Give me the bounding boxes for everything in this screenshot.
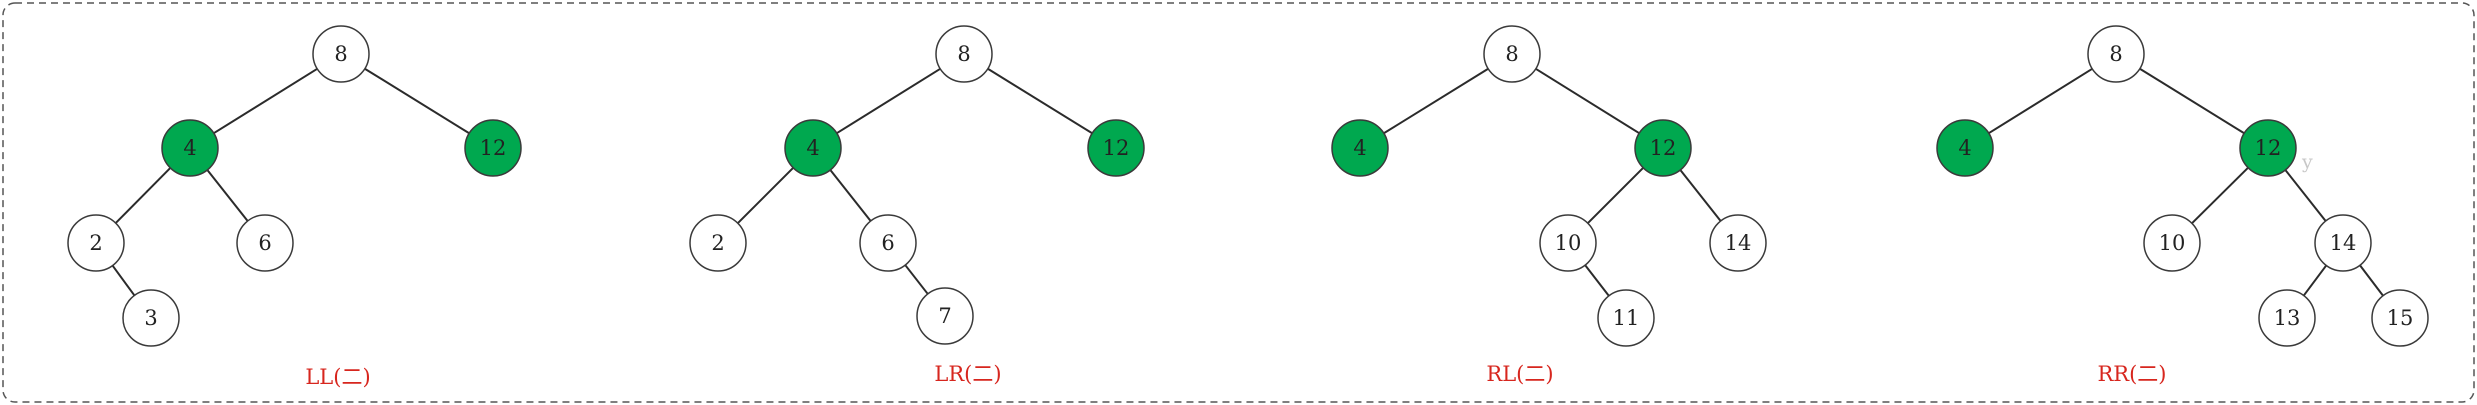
highlighted-tree-node	[1087, 119, 1145, 177]
tree-edge	[1535, 67, 1640, 135]
tree-node	[2371, 289, 2429, 347]
highlighted-tree-node	[2239, 119, 2297, 177]
tree-node	[122, 289, 180, 347]
tree-node-label: 10	[1555, 231, 1582, 255]
tree-node	[1709, 214, 1767, 272]
tree-node-label: 12	[2255, 136, 2282, 160]
rotation-case-caption: RL(二)	[1486, 362, 1553, 386]
tree-node	[935, 25, 993, 83]
tree-edge	[987, 67, 1093, 135]
highlighted-tree-node	[1634, 119, 1692, 177]
highlighted-tree-node	[1936, 119, 1994, 177]
tree-node	[236, 214, 294, 272]
tree-node-label: 3	[144, 306, 157, 330]
tree-node-label: 4	[806, 136, 819, 160]
tree-node-label: 14	[1725, 231, 1752, 255]
tree-edge	[737, 167, 794, 224]
tree-edge	[829, 169, 872, 222]
highlighted-tree-node	[161, 119, 219, 177]
tree-edge	[2139, 67, 2245, 135]
tree-edge	[213, 67, 318, 135]
tree-node-label: 4	[1353, 136, 1366, 160]
tree-edge	[1988, 67, 2093, 135]
highlighted-tree-node	[464, 119, 522, 177]
tree-node-label: 2	[89, 231, 102, 255]
tree-node-label: 10	[2159, 231, 2186, 255]
tree-node-label: 6	[258, 231, 271, 255]
tree-edge	[1584, 264, 1610, 297]
stray-mark: y	[2301, 151, 2313, 173]
tree-node-label: 12	[480, 136, 507, 160]
tree-node	[2258, 289, 2316, 347]
rotation-case-caption: RR(二)	[2097, 362, 2166, 386]
tree-node	[2314, 214, 2372, 272]
tree-node-label: 11	[1613, 306, 1640, 330]
tree-node	[859, 214, 917, 272]
tree-edge	[836, 67, 941, 135]
tree-node	[2143, 214, 2201, 272]
tree-node-label: 8	[334, 42, 347, 66]
tree-edge	[111, 264, 136, 297]
tree-node-label: 7	[938, 304, 951, 328]
tree-node-label: 8	[957, 42, 970, 66]
tree-node	[2087, 25, 2145, 83]
tree-edge	[1383, 67, 1489, 135]
tree-edge	[2191, 166, 2249, 225]
tree-edge	[2359, 264, 2384, 297]
rotation-case-caption: LL(二)	[305, 365, 370, 389]
rotation-case-caption: LR(二)	[934, 362, 1001, 386]
tree-node-label: 12	[1650, 136, 1677, 160]
tree-edge	[904, 264, 929, 295]
tree-node-label: 6	[881, 231, 894, 255]
tree-node-label: 8	[1505, 42, 1518, 66]
tree-edge	[1587, 167, 1644, 224]
tree-node	[312, 25, 370, 83]
tree-node-label: 12	[1103, 136, 1130, 160]
tree-edge	[114, 167, 172, 224]
tree-edge	[364, 67, 470, 135]
tree-edge	[206, 169, 249, 222]
tree-node-label: 15	[2387, 306, 2414, 330]
tree-node-label: 14	[2330, 231, 2357, 255]
tree-node-label: 4	[1958, 136, 1971, 160]
tree-diagram-1: 8 4 12 2 6 3LL(二)	[67, 25, 522, 389]
tree-node	[67, 214, 125, 272]
tree-edge	[2302, 264, 2328, 297]
tree-node	[916, 287, 974, 345]
tree-node	[1483, 25, 1541, 83]
tree-node	[689, 214, 747, 272]
tree-node-label: 4	[183, 136, 196, 160]
tree-node-label: 8	[2109, 42, 2122, 66]
tree-node-label: 2	[711, 231, 724, 255]
tree-node	[1539, 214, 1597, 272]
highlighted-tree-node	[1331, 119, 1389, 177]
tree-edge	[1679, 169, 1722, 222]
tree-diagram-2: 8 4 12 2 6 7LR(二)	[689, 25, 1145, 386]
tree-node	[1597, 289, 1655, 347]
tree-node-label: 13	[2274, 306, 2301, 330]
tree-edge	[2284, 169, 2327, 222]
highlighted-tree-node	[784, 119, 842, 177]
